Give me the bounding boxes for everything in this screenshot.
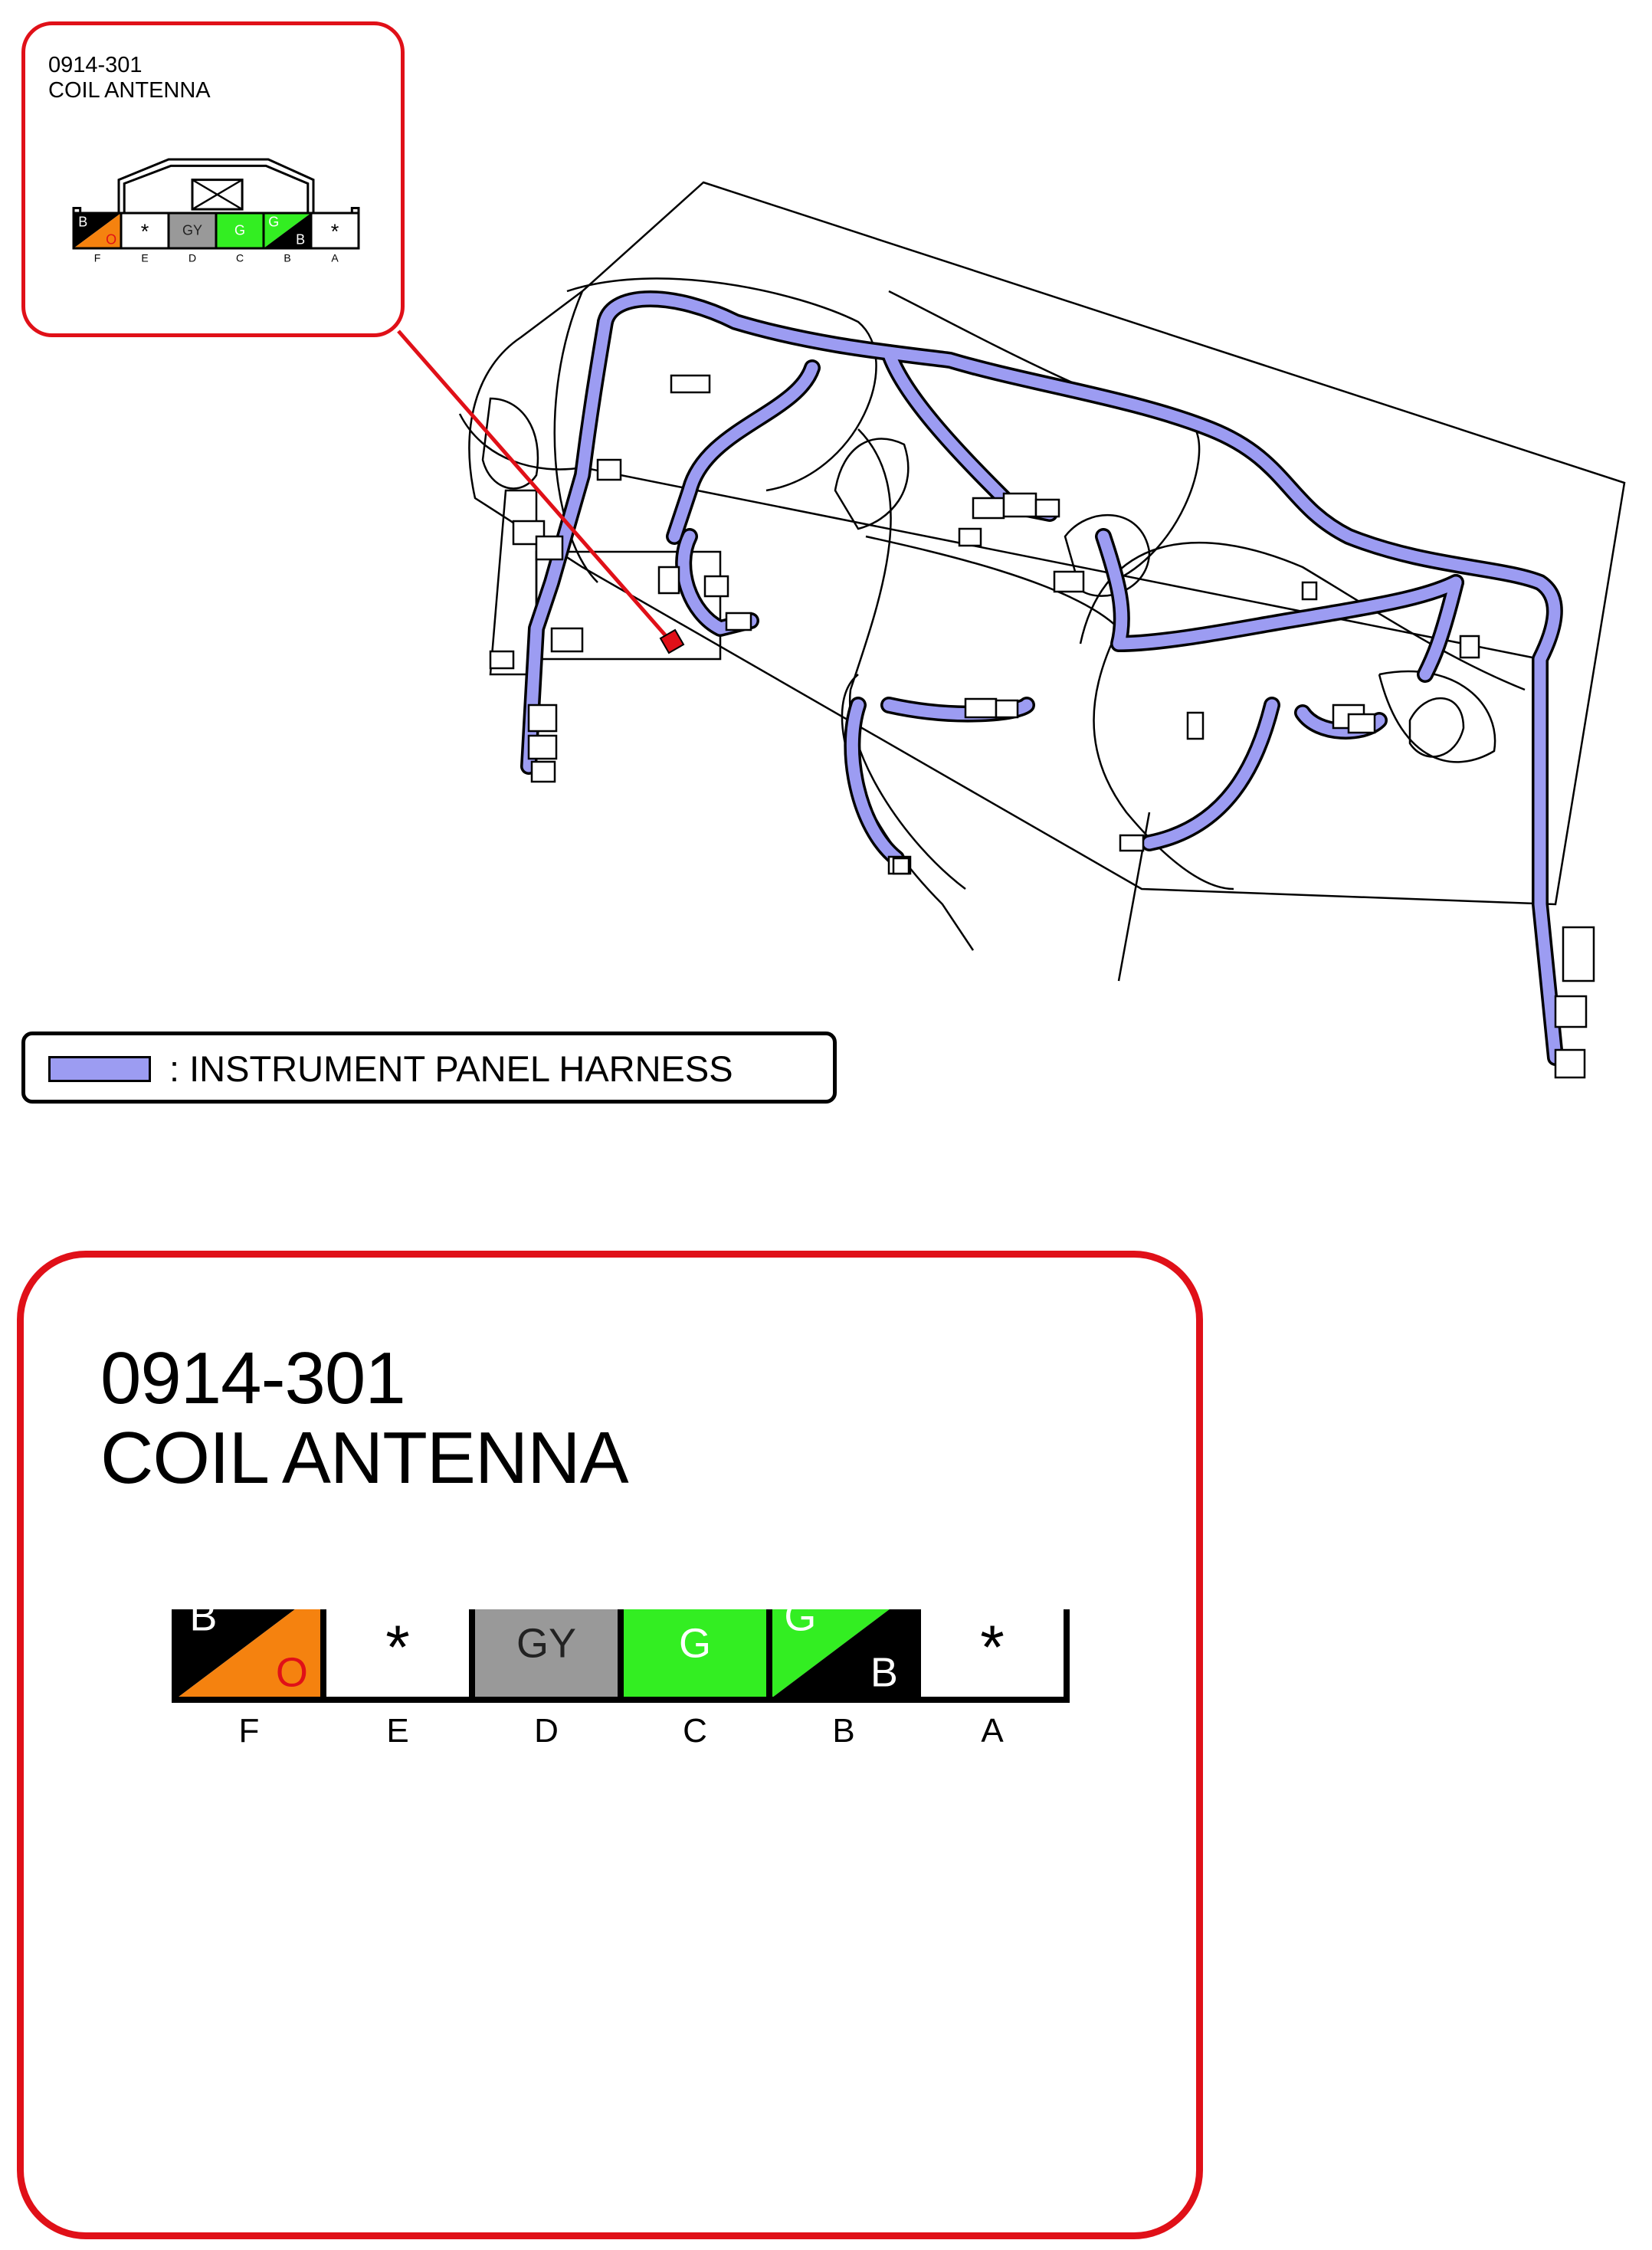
- terminal-letter: F: [239, 1712, 260, 1750]
- terminal-b: G BB: [766, 1609, 921, 1750]
- wire-color: *: [980, 1613, 1005, 1682]
- wire-color-top: G: [784, 1609, 816, 1639]
- connector-callout-large: 0914-301 COIL ANTENNA: [17, 1251, 1203, 2239]
- terminal-d: GY D: [469, 1609, 624, 1750]
- terminal-c: GC: [215, 212, 265, 264]
- terminal-letter: E: [386, 1712, 408, 1750]
- terminal-letter: C: [683, 1712, 707, 1750]
- wire-color: G: [234, 223, 245, 238]
- terminal-letter: C: [236, 252, 244, 264]
- wire-color: GY: [516, 1621, 576, 1667]
- terminal-f: B OF: [172, 1609, 326, 1750]
- wire-color-bottom: B: [296, 231, 305, 247]
- terminal-a: *A: [915, 1609, 1070, 1750]
- wire-color: *: [141, 220, 149, 243]
- terminal-e: *E: [320, 1609, 475, 1750]
- connector-name: COIL ANTENNA: [48, 78, 211, 103]
- wire-color-top: B: [189, 1609, 217, 1639]
- harness-swatch: [48, 1056, 151, 1082]
- terminal-f: B OF: [72, 212, 123, 264]
- wire-color: *: [331, 220, 339, 243]
- connector-callout-small: 0914-301 COIL ANTENNA: [21, 21, 405, 337]
- wire-color-top: G: [268, 214, 279, 229]
- wire-color: *: [385, 1613, 410, 1682]
- terminal-letter: A: [331, 252, 339, 264]
- terminal-letter: E: [141, 252, 148, 264]
- terminal-letter: F: [94, 252, 101, 264]
- terminal-letter: B: [832, 1712, 854, 1750]
- terminal-b: G BB: [262, 212, 313, 264]
- instrument-panel-illustration: [397, 181, 1626, 1079]
- wire-color-bottom: O: [276, 1649, 308, 1695]
- wire-color-bottom: B: [870, 1649, 898, 1695]
- wire-color: G: [679, 1621, 711, 1667]
- connector-code-large: 0914-301: [100, 1337, 406, 1419]
- terminal-letter: D: [534, 1712, 559, 1750]
- terminal-d: GY D: [167, 212, 218, 264]
- terminal-letter: A: [981, 1712, 1004, 1750]
- wire-color: GY: [182, 223, 202, 238]
- end-tab-left: [72, 207, 82, 213]
- terminal-c: GC: [618, 1609, 772, 1750]
- terminal-letter: D: [188, 252, 196, 264]
- terminal-e: *E: [120, 212, 170, 264]
- connector-label-small: 0914-301 COIL ANTENNA: [48, 53, 211, 103]
- wire-color-top: B: [78, 214, 87, 229]
- connector-hood: [117, 158, 315, 213]
- terminal-letter: B: [284, 252, 290, 264]
- end-tab-right: [350, 207, 360, 213]
- lock-cross: [192, 179, 243, 211]
- harness-legend: : INSTRUMENT PANEL HARNESS: [21, 1032, 837, 1104]
- wire-color-bottom: O: [106, 231, 116, 247]
- terminal-a: *A: [310, 212, 360, 264]
- connector-label-large: 0914-301 COIL ANTENNA: [100, 1337, 629, 1499]
- connector-code: 0914-301: [48, 53, 143, 77]
- legend-label: : INSTRUMENT PANEL HARNESS: [169, 1048, 733, 1089]
- connector-name-large: COIL ANTENNA: [100, 1417, 629, 1499]
